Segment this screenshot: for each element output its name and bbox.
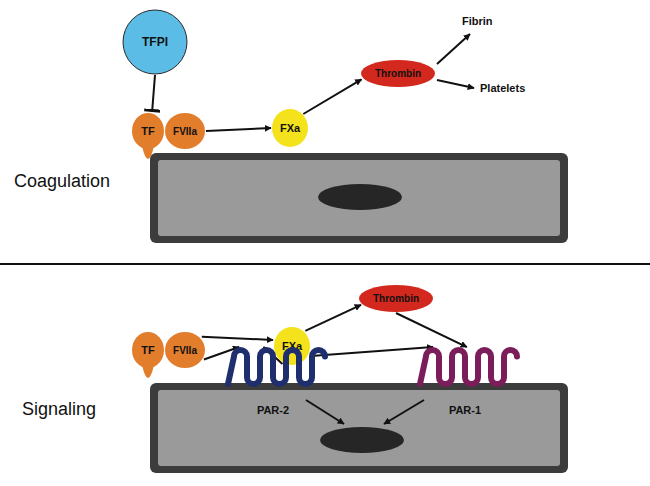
- receptor-fill: [420, 350, 517, 384]
- enzyme-ellipse: Thrombin: [360, 59, 436, 88]
- cell-membrane: [150, 153, 568, 243]
- cell-membrane: [150, 383, 568, 473]
- nucleus: [320, 427, 404, 453]
- protein-blob: FXa: [273, 326, 311, 366]
- activation-arrow: [311, 347, 433, 356]
- activation-arrow: [305, 305, 361, 331]
- protein-blob-fill: [165, 113, 205, 149]
- receptor: PAR-2: [226, 344, 320, 420]
- protein-blob-fill: [132, 113, 164, 149]
- activation-arrow: [206, 128, 271, 131]
- node-label: Thrombin: [373, 293, 419, 304]
- output-label: Platelets: [480, 82, 525, 94]
- node-label: FXa: [280, 122, 300, 134]
- inhibitor-circle: TFPI: [122, 9, 188, 75]
- node-label: TF: [141, 125, 154, 137]
- node-label: TFPI: [142, 35, 168, 49]
- node-label: FVIIa: [173, 126, 197, 137]
- protein-blob-fill: [272, 109, 308, 147]
- protein-blob: FVIIa: [164, 331, 206, 369]
- enzyme-ellipse-fill: [361, 60, 435, 87]
- panel-label: Signaling: [22, 399, 96, 420]
- receptor-fill: [228, 350, 325, 384]
- activation-arrow: [396, 313, 467, 347]
- node-label: Thrombin: [375, 68, 421, 79]
- node-label: PAR-1: [449, 404, 481, 416]
- protein-blob: FVIIa: [164, 112, 206, 150]
- protein-blob-fill: [132, 332, 164, 368]
- node-label: FVIIa: [173, 345, 197, 356]
- node-label: PAR-2: [257, 404, 289, 416]
- cell-body: [158, 390, 560, 466]
- protein-blob: FXa: [271, 108, 309, 148]
- protein-blob-fill: [165, 332, 205, 368]
- protein-blob: TF: [131, 331, 165, 369]
- arrow-line: [437, 80, 474, 88]
- divider: [0, 263, 650, 265]
- protein-blob: TF: [131, 112, 165, 150]
- arrow-line: [306, 400, 344, 424]
- inhibition-line: [152, 75, 155, 112]
- activation-arrow: [202, 337, 273, 340]
- receptor: PAR-1: [418, 344, 512, 420]
- node-label: TF: [141, 344, 154, 356]
- activation-arrow: [303, 79, 361, 114]
- panel-label: Coagulation: [14, 171, 110, 192]
- arrow-line: [384, 400, 424, 424]
- output-label: Fibrin: [462, 15, 493, 27]
- protein-blob-fill: [274, 327, 310, 365]
- nucleus: [318, 184, 402, 210]
- inhibitor-circle-fill: [123, 10, 187, 74]
- enzyme-ellipse-fill: [359, 285, 433, 312]
- cell-body: [158, 160, 560, 236]
- enzyme-ellipse: Thrombin: [358, 284, 434, 313]
- arrow-line: [437, 34, 470, 64]
